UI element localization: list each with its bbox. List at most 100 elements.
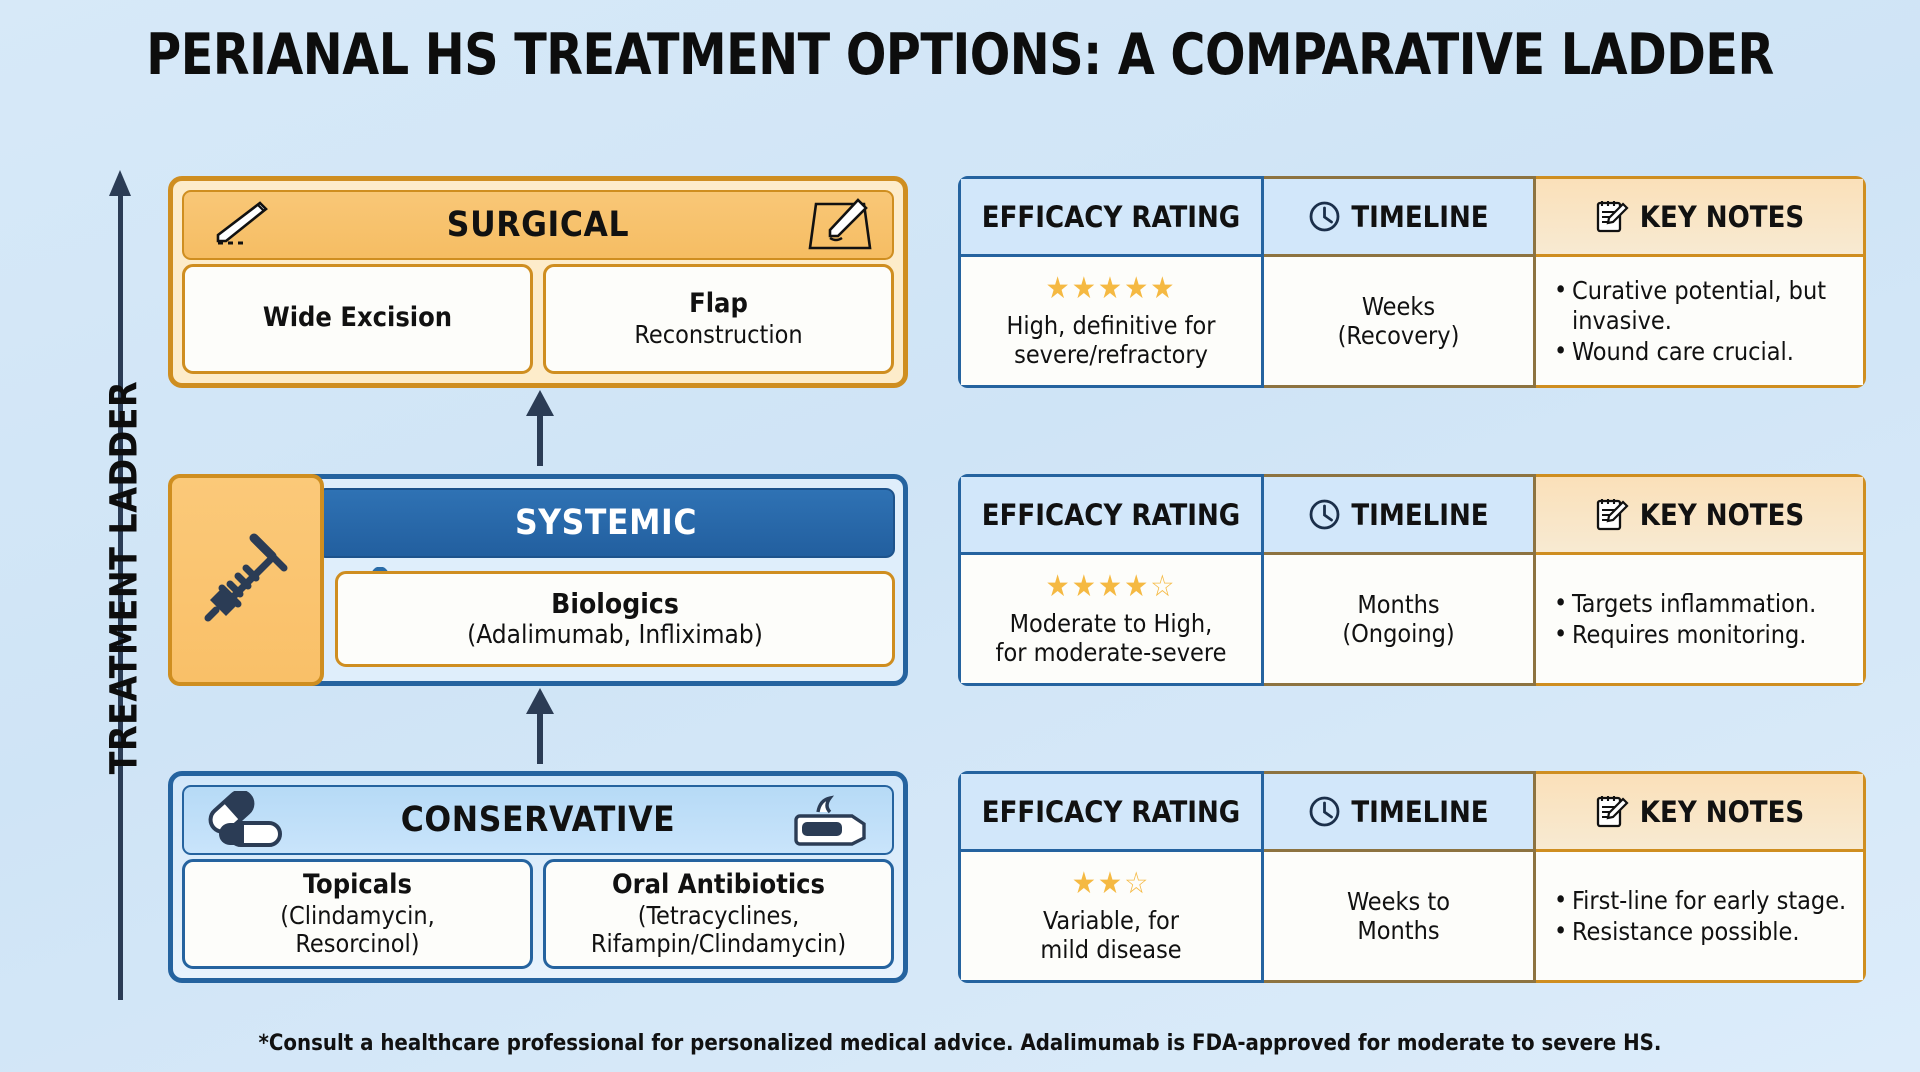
star-filled-icon: ★ <box>1045 270 1072 306</box>
notes-header-label: KEY NOTES <box>1639 199 1805 234</box>
treatment-ladder: SURGICAL Wide Excision Flap Reconstruct <box>168 176 908 1006</box>
column-notes: KEY NOTES Curative potential, but invasi… <box>1536 176 1866 388</box>
column-efficacy: EFFICACY RATING ★★★★☆ Moderate to High, … <box>958 474 1264 686</box>
column-notes: KEY NOTES First-line for early stage.Res… <box>1536 771 1866 983</box>
notes-list: Curative potential, but invasive.Wound c… <box>1552 275 1853 368</box>
option-wide-excision[interactable]: Wide Excision <box>182 264 533 374</box>
note-item: First-line for early stage. <box>1552 885 1846 916</box>
efficacy-header-label: EFFICACY RATING <box>981 497 1241 532</box>
treatment-ladder-axis: TREATMENT LADDER <box>60 170 150 1000</box>
column-timeline: TIMELINE Months (Ongoing) <box>1264 474 1536 686</box>
option-name: Flap <box>689 288 748 320</box>
option-name: Wide Excision <box>262 302 453 334</box>
clock-icon <box>1308 795 1341 828</box>
timeline-header: TIMELINE <box>1264 774 1533 852</box>
option-sub: Reconstruction <box>634 319 803 349</box>
page-title: PERIANAL HS TREATMENT OPTIONS: A COMPARA… <box>146 22 1774 88</box>
footer-disclaimer: *Consult a healthcare professional for p… <box>258 1031 1662 1056</box>
option-name: Oral Antibiotics <box>611 869 825 901</box>
timeline-header-label: TIMELINE <box>1351 199 1489 234</box>
timeline-header: TIMELINE <box>1264 477 1533 555</box>
tier-surgical-options: Wide Excision Flap Reconstruction <box>182 264 894 374</box>
efficacy-header-label: EFFICACY RATING <box>981 199 1241 234</box>
note-item: Targets inflammation. <box>1552 588 1816 619</box>
comparison-row-surgical: EFFICACY RATING ★★★★★ High, definitive f… <box>958 176 1866 388</box>
star-filled-icon: ★ <box>1071 270 1098 306</box>
column-efficacy: EFFICACY RATING ★★★★★ High, definitive f… <box>958 176 1264 388</box>
option-sub: (Clindamycin, Resorcinol) <box>280 900 435 958</box>
option-biologics[interactable]: Biologics (Adalimumab, Infliximab) <box>335 571 895 667</box>
tier-surgical[interactable]: SURGICAL Wide Excision Flap Reconstruct <box>168 176 908 388</box>
ointment-tube-icon <box>790 792 876 848</box>
option-flap-reconstruction[interactable]: Flap Reconstruction <box>543 264 894 374</box>
star-filled-icon: ★ <box>1071 568 1098 604</box>
notes-body: Curative potential, but invasive.Wound c… <box>1536 257 1863 385</box>
star-filled-icon: ★ <box>1097 568 1125 604</box>
star-filled-icon: ★ <box>1124 270 1151 306</box>
efficacy-body: ★★★★☆ Moderate to High, for moderate-sev… <box>961 555 1261 683</box>
timeline-text: Weeks (Recovery) <box>1337 292 1460 350</box>
tier-conservative-label: CONSERVATIVE <box>400 800 676 840</box>
efficacy-body: ★★★★★ High, definitive for severe/refrac… <box>961 257 1261 385</box>
axis-line <box>118 188 123 1000</box>
column-timeline: TIMELINE Weeks to Months <box>1264 771 1536 983</box>
efficacy-text: Variable, for mild disease <box>1040 905 1182 964</box>
incision-drawing-icon <box>806 196 876 254</box>
comparison-row-systemic: EFFICACY RATING ★★★★☆ Moderate to High, … <box>958 474 1866 686</box>
efficacy-header: EFFICACY RATING <box>961 477 1261 555</box>
star-filled-icon: ★ <box>1124 568 1151 604</box>
option-sub: (Adalimumab, Infliximab) <box>467 619 763 650</box>
note-item: Resistance possible. <box>1552 916 1846 947</box>
notepad-pencil-icon <box>1595 198 1630 235</box>
option-oral-antibiotics[interactable]: Oral Antibiotics (Tetracyclines, Rifampi… <box>543 859 894 969</box>
scalpel-icon <box>200 197 274 253</box>
efficacy-header: EFFICACY RATING <box>961 179 1261 257</box>
column-efficacy: EFFICACY RATING ★★☆ Variable, for mild d… <box>958 771 1264 983</box>
option-topicals[interactable]: Topicals (Clindamycin, Resorcinol) <box>182 859 533 969</box>
timeline-body: Weeks (Recovery) <box>1264 257 1533 385</box>
notes-header-label: KEY NOTES <box>1639 497 1805 532</box>
comparison-row-conservative: EFFICACY RATING ★★☆ Variable, for mild d… <box>958 771 1866 983</box>
option-sub: (Tetracyclines, Rifampin/Clindamycin) <box>590 900 847 958</box>
clock-icon <box>1308 200 1341 233</box>
efficacy-body: ★★☆ Variable, for mild disease <box>961 852 1261 980</box>
star-filled-icon: ★ <box>1045 568 1072 604</box>
column-timeline: TIMELINE Weeks (Recovery) <box>1264 176 1536 388</box>
option-name: Biologics <box>551 587 679 621</box>
tier-systemic[interactable]: SYSTEMIC Biologics (Adalimumab, Infli <box>168 474 908 686</box>
efficacy-header: EFFICACY RATING <box>961 774 1261 852</box>
note-item: Wound care crucial. <box>1552 336 1853 367</box>
timeline-body: Weeks to Months <box>1264 852 1533 980</box>
tier-conservative[interactable]: CONSERVATIVE Topicals (Clindamycin, Reso… <box>168 771 908 983</box>
syringe-icon <box>168 474 324 686</box>
arrow-systemic-to-surgical <box>526 390 554 470</box>
notes-header-label: KEY NOTES <box>1639 794 1805 829</box>
efficacy-text: Moderate to High, for moderate-severe <box>995 608 1227 667</box>
notes-list: Targets inflammation.Requires monitoring… <box>1552 588 1816 651</box>
tier-systemic-label: SYSTEMIC <box>514 503 698 543</box>
timeline-header-label: TIMELINE <box>1351 794 1489 829</box>
efficacy-header-label: EFFICACY RATING <box>981 794 1241 829</box>
star-filled-icon: ★ <box>1097 270 1125 306</box>
tier-surgical-label: SURGICAL <box>446 205 630 245</box>
star-rating: ★★★★★ <box>1045 270 1177 306</box>
tier-systemic-header: SYSTEMIC <box>317 488 895 558</box>
star-empty-icon: ☆ <box>1124 865 1151 901</box>
tier-surgical-header: SURGICAL <box>182 190 894 260</box>
timeline-header: TIMELINE <box>1264 179 1533 257</box>
notes-body: First-line for early stage.Resistance po… <box>1536 852 1863 980</box>
star-filled-icon: ★ <box>1150 270 1177 306</box>
efficacy-text: High, definitive for severe/refractory <box>1006 310 1216 369</box>
notepad-pencil-icon <box>1595 793 1630 830</box>
star-filled-icon: ★ <box>1097 865 1125 901</box>
timeline-body: Months (Ongoing) <box>1264 555 1533 683</box>
star-rating: ★★☆ <box>1072 865 1151 901</box>
option-name: Topicals <box>303 869 412 901</box>
note-item: Curative potential, but invasive. <box>1552 275 1853 336</box>
star-empty-icon: ☆ <box>1150 568 1177 604</box>
arrow-conservative-to-systemic <box>526 688 554 768</box>
axis-label: TREATMENT LADDER <box>102 380 146 775</box>
notepad-pencil-icon <box>1595 496 1630 533</box>
notes-body: Targets inflammation.Requires monitoring… <box>1536 555 1863 683</box>
